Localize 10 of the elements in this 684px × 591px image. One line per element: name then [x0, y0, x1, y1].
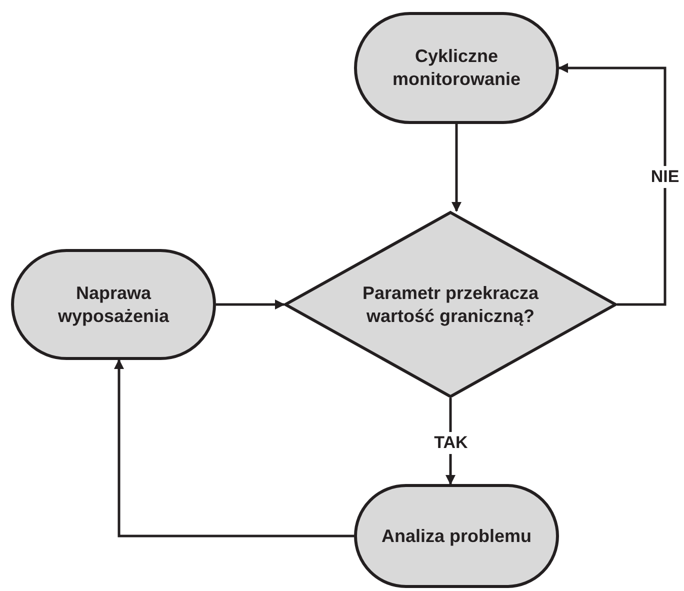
- arrow: [452, 124, 462, 212]
- arrow: [114, 359, 354, 538]
- arrow: [216, 300, 285, 310]
- arrow: [558, 63, 666, 306]
- node-label: Analiza problemu: [380, 524, 533, 548]
- node-label: Naprawa wyposażenia: [56, 282, 170, 328]
- node-label: Parametr przekracza wartość graniczną?: [361, 282, 540, 328]
- edge-label: TAK: [433, 432, 469, 454]
- node-label: Cykliczne monitorowanie: [391, 45, 522, 91]
- edge-label: NIE: [650, 166, 680, 188]
